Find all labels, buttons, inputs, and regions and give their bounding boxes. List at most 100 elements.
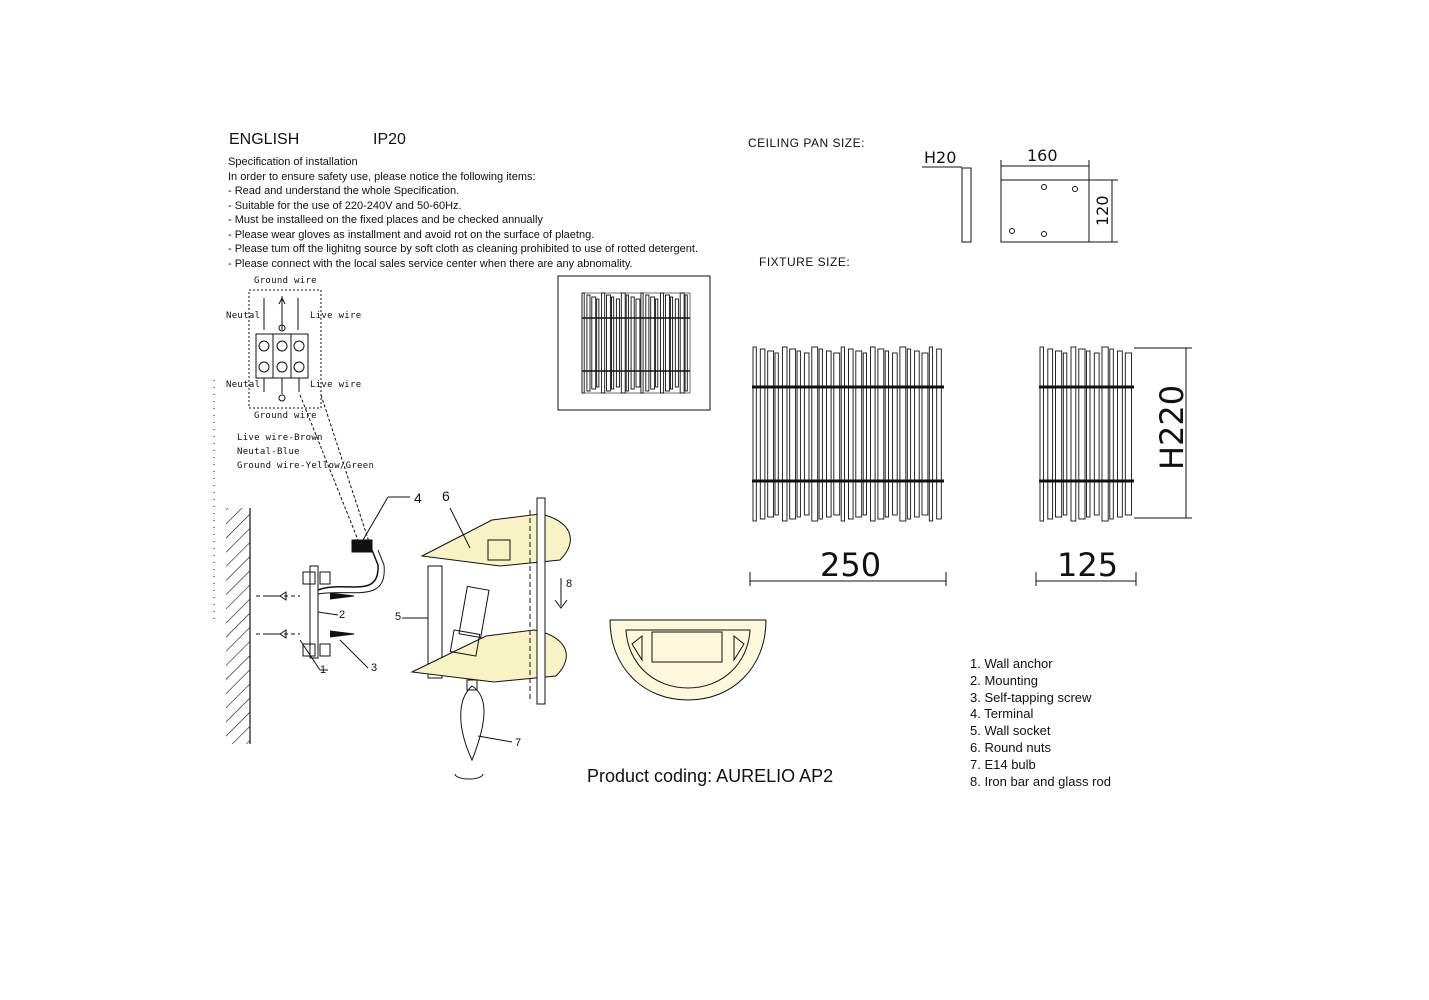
glass-rod [674,298,679,388]
legend-item: 7. E14 bulb [970,756,1036,772]
glass-rod [811,346,819,522]
glass-rod [767,350,775,518]
glass-rod [877,348,885,520]
fixture-width: 250 [820,546,882,584]
live-wire-bottom-label: Live wire [310,380,362,390]
glass-rod [906,348,912,520]
spec-item: - Please connect with the local sales se… [228,257,633,270]
legend-item: 1. Wall anchor [970,656,1053,671]
glass-rod [833,352,841,516]
glass-rod [855,350,863,518]
glass-rod [899,346,907,522]
spec-item: - Please tum off the lighitng source by … [228,243,699,255]
callout-8: 8 [566,578,573,590]
thumbnail-rods [581,292,688,394]
ceiling-pan-label: CEILING PAN SIZE: [748,136,865,150]
glass-rod [625,294,629,392]
callout-4: 4 [414,490,422,506]
legend-item: 6. Round nuts [970,739,1051,755]
side-view-rods [1039,346,1132,522]
product-coding: Product coding: AURELIO AP2 [587,766,834,786]
glass-rod [601,292,606,394]
glass-rod [660,292,665,394]
glass-rod [803,352,810,516]
legend-item: 8. Iron bar and glass rod [970,773,1111,789]
callout-6: 6 [442,488,450,504]
legend-item: 4. Terminal [970,706,1034,722]
glass-rod [1039,346,1044,522]
glass-rod [591,296,597,390]
neutral-top-label: Neutal [226,311,261,321]
fixture-depth: 125 [1057,546,1119,584]
glass-rod [1109,348,1114,520]
fixture-exploded-view [402,497,571,780]
glass-rod [1117,350,1123,518]
glass-rod [669,296,674,390]
wall-hatch [226,508,251,744]
glass-rod [870,346,876,522]
glass-rod [818,348,823,520]
glass-rod [596,298,600,388]
glass-rod [789,348,797,520]
glass-rod [1124,352,1132,516]
glass-rod [914,350,920,518]
glass-rod [1093,352,1100,516]
glass-rod [1101,346,1109,522]
callout-3: 3 [371,662,378,674]
legend-item: 3. Self-tapping screw [970,689,1092,705]
glass-rod [635,298,641,388]
glass-rod [650,296,656,390]
specification-block: Specification of installation In order t… [228,155,698,271]
glass-rod [759,348,766,520]
half-ring-detail [609,619,767,701]
glass-rod [921,352,929,516]
glass-rod [586,294,591,392]
glass-rod [665,294,670,392]
fixture-size-label: FIXTURE SIZE: [759,255,851,269]
wiring-terminal-diagram [248,289,371,546]
glass-rod [1078,348,1086,520]
ceiling-pan-depth: 120 [1093,195,1112,226]
mounting-assembly [256,496,410,671]
spec-item: - Must be installeed on the fixed places… [228,214,543,226]
glass-rod [928,346,934,522]
wire-color-neutral: Neutal-Blue [237,447,300,457]
glass-rod [620,292,626,394]
glass-rod [606,294,611,392]
glass-rod [1047,348,1054,520]
glass-rod [1055,350,1063,518]
glass-rod [581,292,585,394]
glass-rod [630,296,635,390]
ceiling-pan-drawing [922,160,1118,243]
glass-rod [752,346,757,522]
parts-legend: 1. Wall anchor 2. Mounting 3. Self-tappi… [970,656,1111,790]
language-label: ENGLISH [229,131,300,148]
glass-rod [1086,350,1091,518]
spec-item: - Read and understand the whole Specific… [228,185,460,197]
ip-rating: IP20 [373,131,406,148]
glass-rod [655,298,659,388]
fixture-front-view [749,385,947,586]
glass-rod [640,292,644,394]
wire-color-ground: Ground wire-Yellow/Green [237,461,375,471]
glass-rod [796,350,801,518]
spec-title: Specification of installation [228,156,358,168]
glass-rod [848,348,854,520]
fixture-height: H220 [1153,384,1191,470]
legend-item: 5. Wall socket [970,723,1051,739]
glass-rod [615,298,620,388]
neutral-bottom-label: Neutal [226,380,261,390]
glass-rod [611,296,615,390]
glass-rod [1062,352,1068,516]
glass-rod [1070,346,1077,522]
glass-rod [679,292,685,394]
ground-wire-bottom-label: Ground wire [254,411,317,421]
callout-2: 2 [339,609,346,621]
spec-item: - Please wear gloves as installment and … [228,228,595,241]
glass-rod [684,294,688,392]
front-view-rods [752,346,942,522]
glass-rod [774,352,779,516]
callout-1: 1 [320,664,327,676]
glass-rod [884,350,889,518]
